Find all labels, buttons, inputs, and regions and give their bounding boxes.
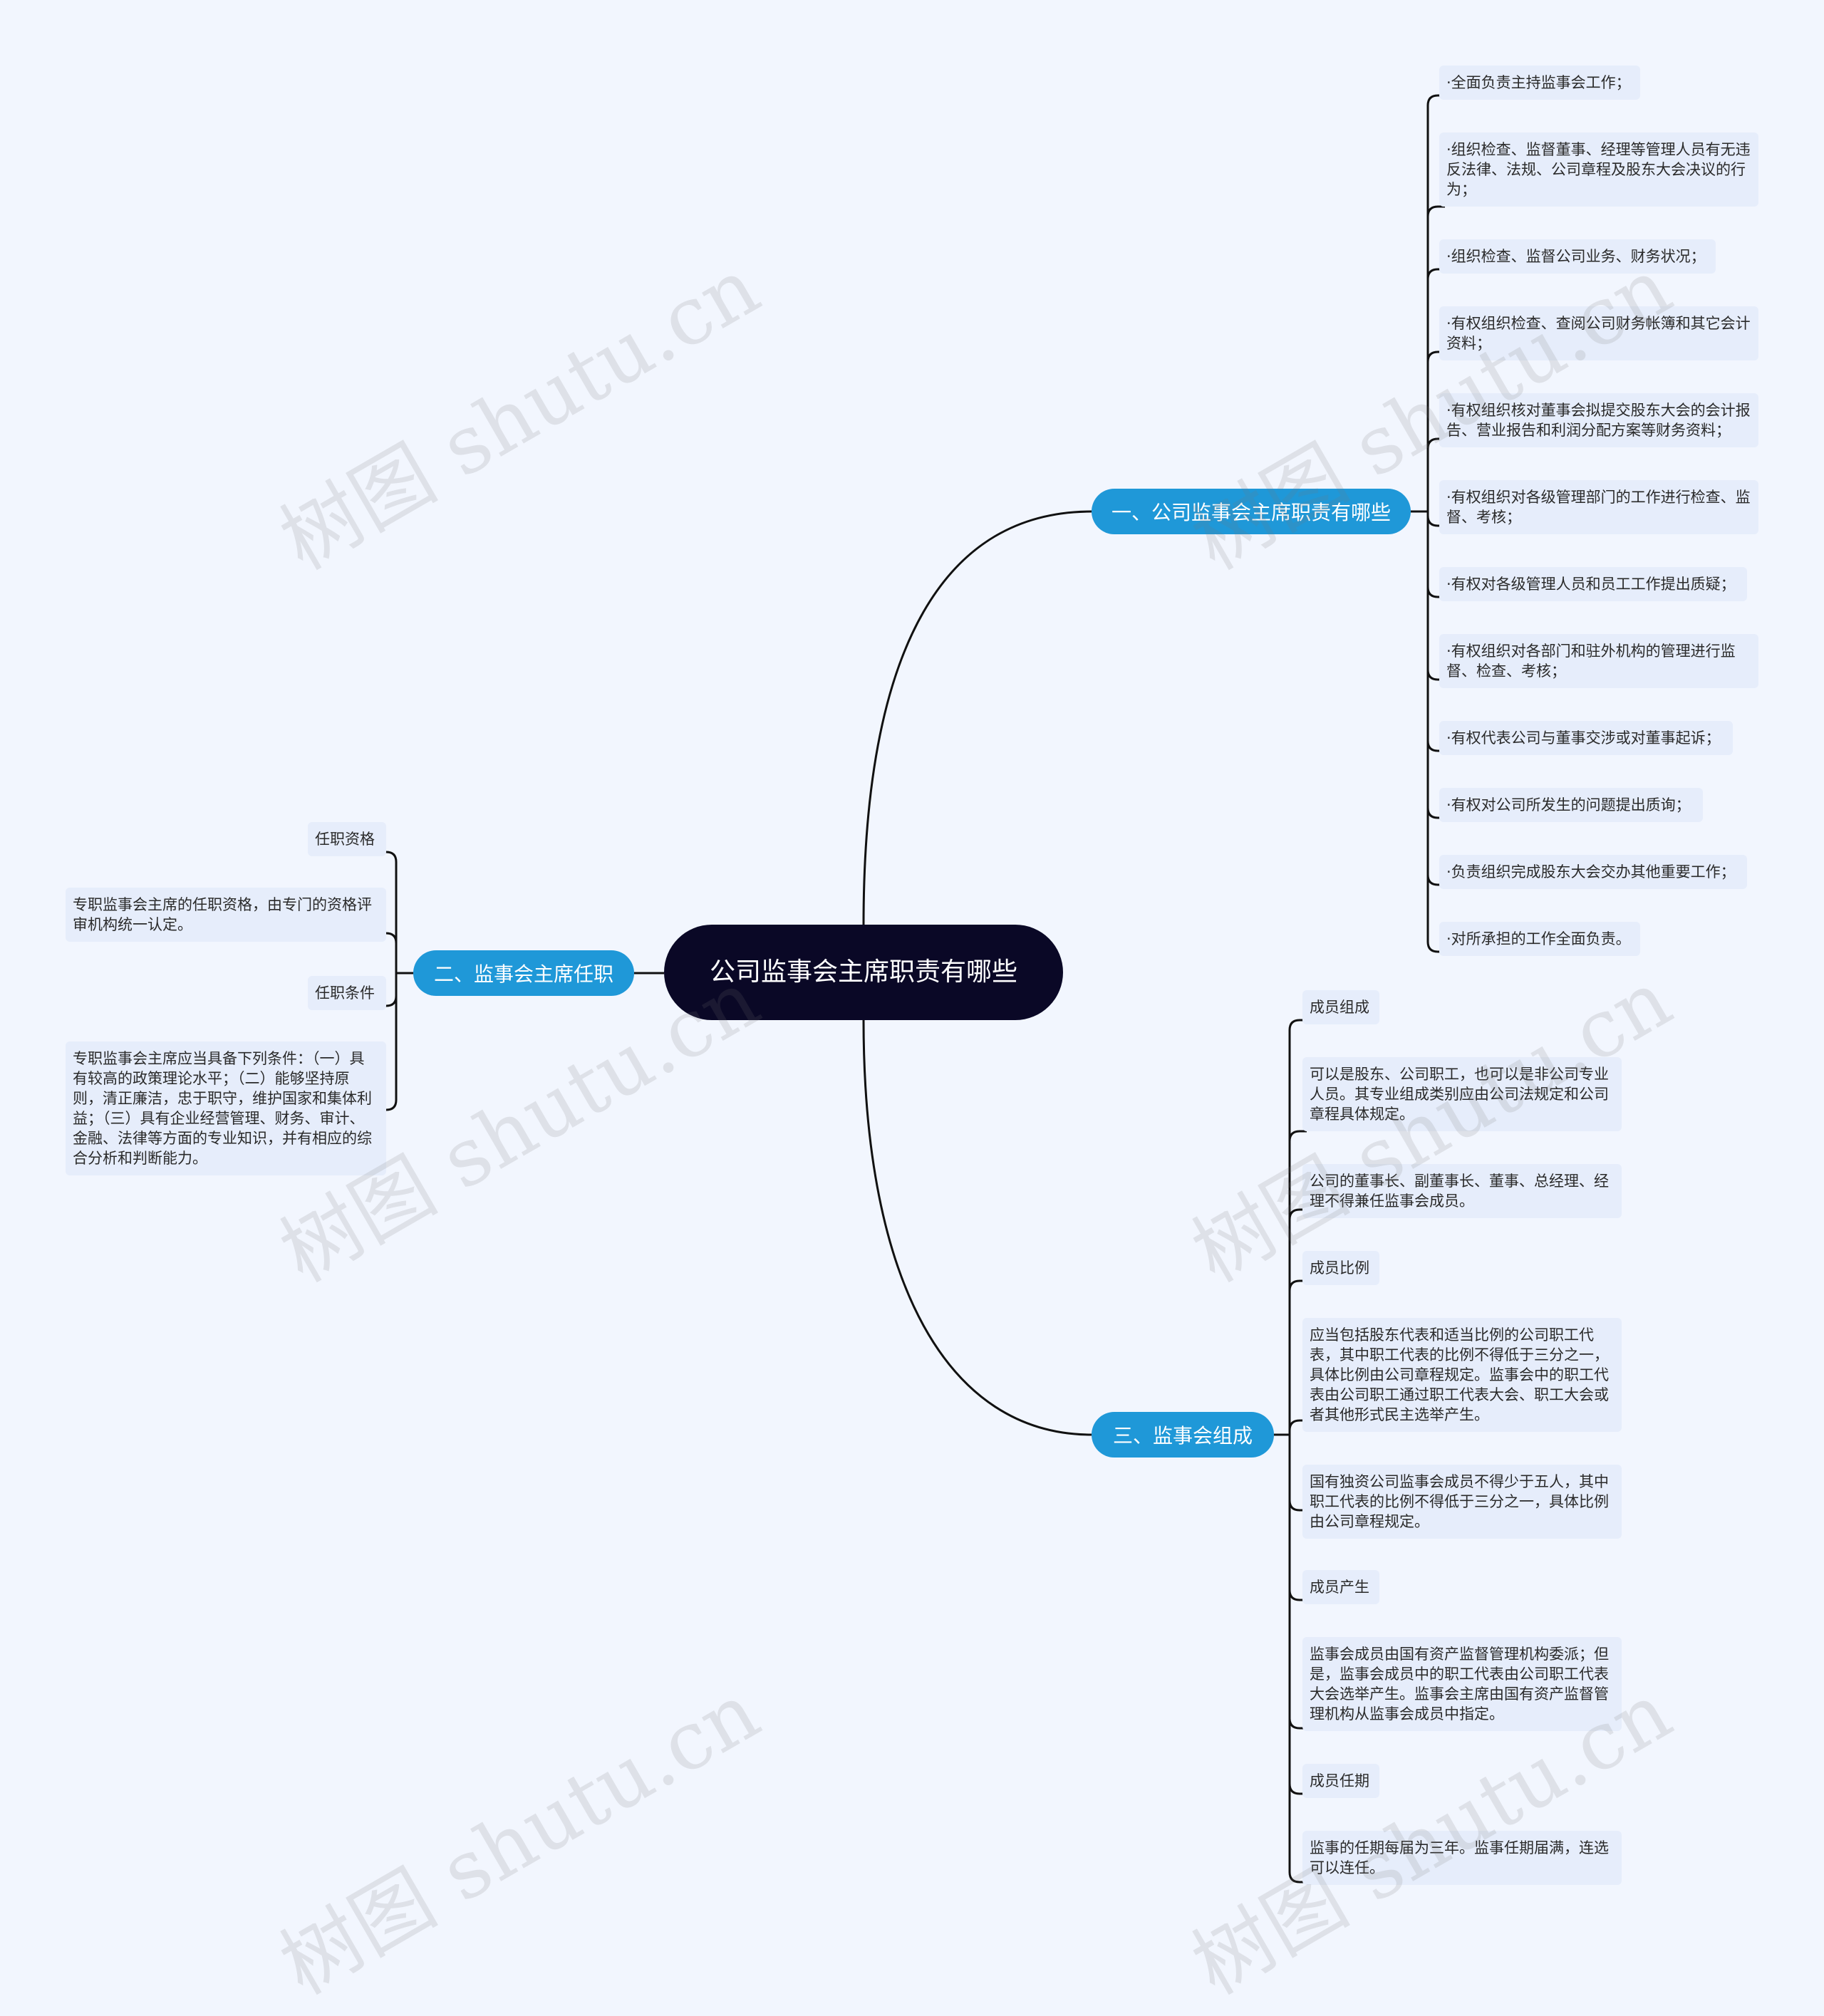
leaf-node[interactable]: ·有权组织对各部门和驻外机构的管理进行监督、检查、考核； <box>1439 634 1758 688</box>
connector-b2-leaf-0 <box>382 851 399 975</box>
leaf-text: 成员比例 <box>1310 1259 1369 1277</box>
connector-b3-leaf-3 <box>1287 1279 1307 1436</box>
leaf-text: ·全面负责主持监事会工作； <box>1446 74 1631 91</box>
root-topic-node[interactable]: 公司监事会主席职责有哪些 <box>664 925 1063 1020</box>
leaf-text: ·有权代表公司与董事交涉或对董事起诉； <box>1446 729 1721 747</box>
leaf-node[interactable]: 任职资格 <box>308 822 386 856</box>
connector-b3-leaf-4 <box>1287 1419 1307 1436</box>
branch-label: 三、监事会组成 <box>1112 1424 1253 1448</box>
connector-b1-leaf-1 <box>1425 205 1445 513</box>
leaf-text: ·有权组织检查、查阅公司财务帐簿和其它会计资料； <box>1446 315 1751 352</box>
leaf-node[interactable]: 公司的董事长、副董事长、董事、总经理、经理不得兼任监事会成员。 <box>1302 1164 1622 1218</box>
leaf-text: 公司的董事长、副董事长、董事、总经理、经理不得兼任监事会成员。 <box>1310 1173 1609 1210</box>
connector-b1-leaf-2 <box>1425 268 1445 513</box>
leaf-node[interactable]: ·组织检查、监督董事、经理等管理人员有无违反法律、法规、公司章程及股东大会决议的… <box>1439 133 1758 207</box>
leaf-text: 成员组成 <box>1310 999 1369 1016</box>
connector-b2-leaf-3 <box>382 972 399 1111</box>
leaf-text: 专职监事会主席应当具备下列条件：（一）具有较高的政策理论水平；（二）能够坚持原则… <box>73 1050 372 1167</box>
leaf-text: 专职监事会主席的任职资格，由专门的资格评审机构统一认定。 <box>73 896 372 933</box>
connector-root-b1 <box>862 510 1092 925</box>
connector-b2-leaf-1 <box>382 932 399 975</box>
leaf-node[interactable]: ·有权对公司所发生的问题提出质询； <box>1439 788 1703 822</box>
leaf-text: 应当包括股东代表和适当比例的公司职工代表，其中职工代表的比例不得低于三分之一，具… <box>1310 1326 1609 1423</box>
leaf-text: ·组织检查、监督董事、经理等管理人员有无违反法律、法规、公司章程及股东大会决议的… <box>1446 141 1751 198</box>
root-topic-label: 公司监事会主席职责有哪些 <box>709 957 1017 987</box>
leaf-node[interactable]: 国有独资公司监事会成员不得少于五人，其中职工代表的比例不得低于三分之一，具体比例… <box>1302 1465 1622 1539</box>
connector-b3-leaf-2 <box>1287 1208 1307 1436</box>
connector-b3-leaf-9 <box>1287 1433 1307 1883</box>
leaf-text: ·有权组织对各级管理部门的工作进行检查、监督、考核； <box>1446 489 1751 526</box>
leaf-node[interactable]: 成员组成 <box>1302 990 1379 1024</box>
leaf-node[interactable]: 可以是股东、公司职工，也可以是非公司专业人员。其专业组成类别应由公司法规定和公司… <box>1302 1057 1622 1131</box>
leaf-text: 成员任期 <box>1310 1772 1369 1789</box>
leaf-node[interactable]: 专职监事会主席应当具备下列条件：（一）具有较高的政策理论水平；（二）能够坚持原则… <box>66 1041 386 1175</box>
branch-label: 二、监事会主席任职 <box>433 962 613 986</box>
connector-b1-leaf-11 <box>1425 510 1445 953</box>
leaf-node[interactable]: ·有权组织对各级管理部门的工作进行检查、监督、考核； <box>1439 480 1758 534</box>
leaf-text: 任职资格 <box>315 831 375 848</box>
leaf-node[interactable]: ·有权组织检查、查阅公司财务帐簿和其它会计资料； <box>1439 306 1758 360</box>
leaf-node[interactable]: ·负责组织完成股东大会交办其他重要工作； <box>1439 855 1747 889</box>
branch-composition-node[interactable]: 三、监事会组成 <box>1092 1412 1274 1458</box>
leaf-node[interactable]: ·有权代表公司与董事交涉或对董事起诉； <box>1439 721 1733 755</box>
connector-root-b3 <box>862 1019 1092 1436</box>
connector-b3-leaf-0 <box>1287 1019 1307 1436</box>
leaf-text: ·对所承担的工作全面负责。 <box>1446 930 1631 947</box>
leaf-node[interactable]: ·有权对各级管理人员和员工工作提出质疑； <box>1439 567 1747 601</box>
connector-b3-leaf-1 <box>1287 1130 1307 1436</box>
leaf-node[interactable]: 成员比例 <box>1302 1251 1379 1285</box>
leaf-text: 任职条件 <box>315 984 375 1002</box>
leaf-text: ·负责组织完成股东大会交办其他重要工作； <box>1446 863 1736 880</box>
leaf-node[interactable]: ·组织检查、监督公司业务、财务状况； <box>1439 239 1716 274</box>
leaf-node[interactable]: ·对所承担的工作全面负责。 <box>1439 922 1640 956</box>
leaf-text: ·有权对各级管理人员和员工工作提出质疑； <box>1446 576 1736 593</box>
leaf-text: ·有权组织核对董事会拟提交股东大会的会计报告、营业报告和利润分配方案等财务资料； <box>1446 402 1751 439</box>
leaf-text: ·组织检查、监督公司业务、财务状况； <box>1446 248 1706 265</box>
connector-b1-leaf-0 <box>1425 94 1445 513</box>
leaf-node[interactable]: 成员产生 <box>1302 1570 1379 1604</box>
connector-b1-leaf-3 <box>1425 350 1445 513</box>
leaf-text: 监事会成员由国有资产监督管理机构委派；但是，监事会成员中的职工代表由公司职工代表… <box>1310 1646 1609 1723</box>
leaf-text: 监事的任期每届为三年。监事任期届满，连选可以连任。 <box>1310 1839 1609 1876</box>
leaf-text: 可以是股东、公司职工，也可以是非公司专业人员。其专业组成类别应由公司法规定和公司… <box>1310 1066 1609 1123</box>
mindmap-canvas: 树图 shutu.cn 树图 shutu.cn 树图 shutu.cn 树图 s… <box>66 66 1758 2012</box>
leaf-node[interactable]: 成员任期 <box>1302 1764 1379 1798</box>
leaf-node[interactable]: 任职条件 <box>308 976 386 1010</box>
leaf-text: 国有独资公司监事会成员不得少于五人，其中职工代表的比例不得低于三分之一，具体比例… <box>1310 1473 1609 1530</box>
connector-lines <box>382 94 1445 1883</box>
leaf-node[interactable]: ·有权组织核对董事会拟提交股东大会的会计报告、营业报告和利润分配方案等财务资料； <box>1439 393 1758 447</box>
leaf-node[interactable]: 监事会成员由国有资产监督管理机构委派；但是，监事会成员中的职工代表由公司职工代表… <box>1302 1637 1622 1731</box>
branch-label: 一、公司监事会主席职责有哪些 <box>1111 501 1391 524</box>
leaf-node[interactable]: 监事的任期每届为三年。监事任期届满，连选可以连任。 <box>1302 1831 1622 1885</box>
leaf-node[interactable]: 专职监事会主席的任职资格，由专门的资格评审机构统一认定。 <box>66 888 386 942</box>
branch-appointment-node[interactable]: 二、监事会主席任职 <box>413 950 634 996</box>
leaf-node[interactable]: 应当包括股东代表和适当比例的公司职工代表，其中职工代表的比例不得低于三分之一，具… <box>1302 1318 1622 1432</box>
leaf-text: ·有权组织对各部门和驻外机构的管理进行监督、检查、考核； <box>1446 643 1736 680</box>
leaf-text: 成员产生 <box>1310 1579 1369 1596</box>
leaf-text: ·有权对公司所发生的问题提出质询； <box>1446 796 1691 814</box>
branch-responsibilities-node[interactable]: 一、公司监事会主席职责有哪些 <box>1092 489 1411 534</box>
leaf-node[interactable]: ·全面负责主持监事会工作； <box>1439 66 1640 100</box>
connector-b1-leaf-4 <box>1425 437 1445 513</box>
